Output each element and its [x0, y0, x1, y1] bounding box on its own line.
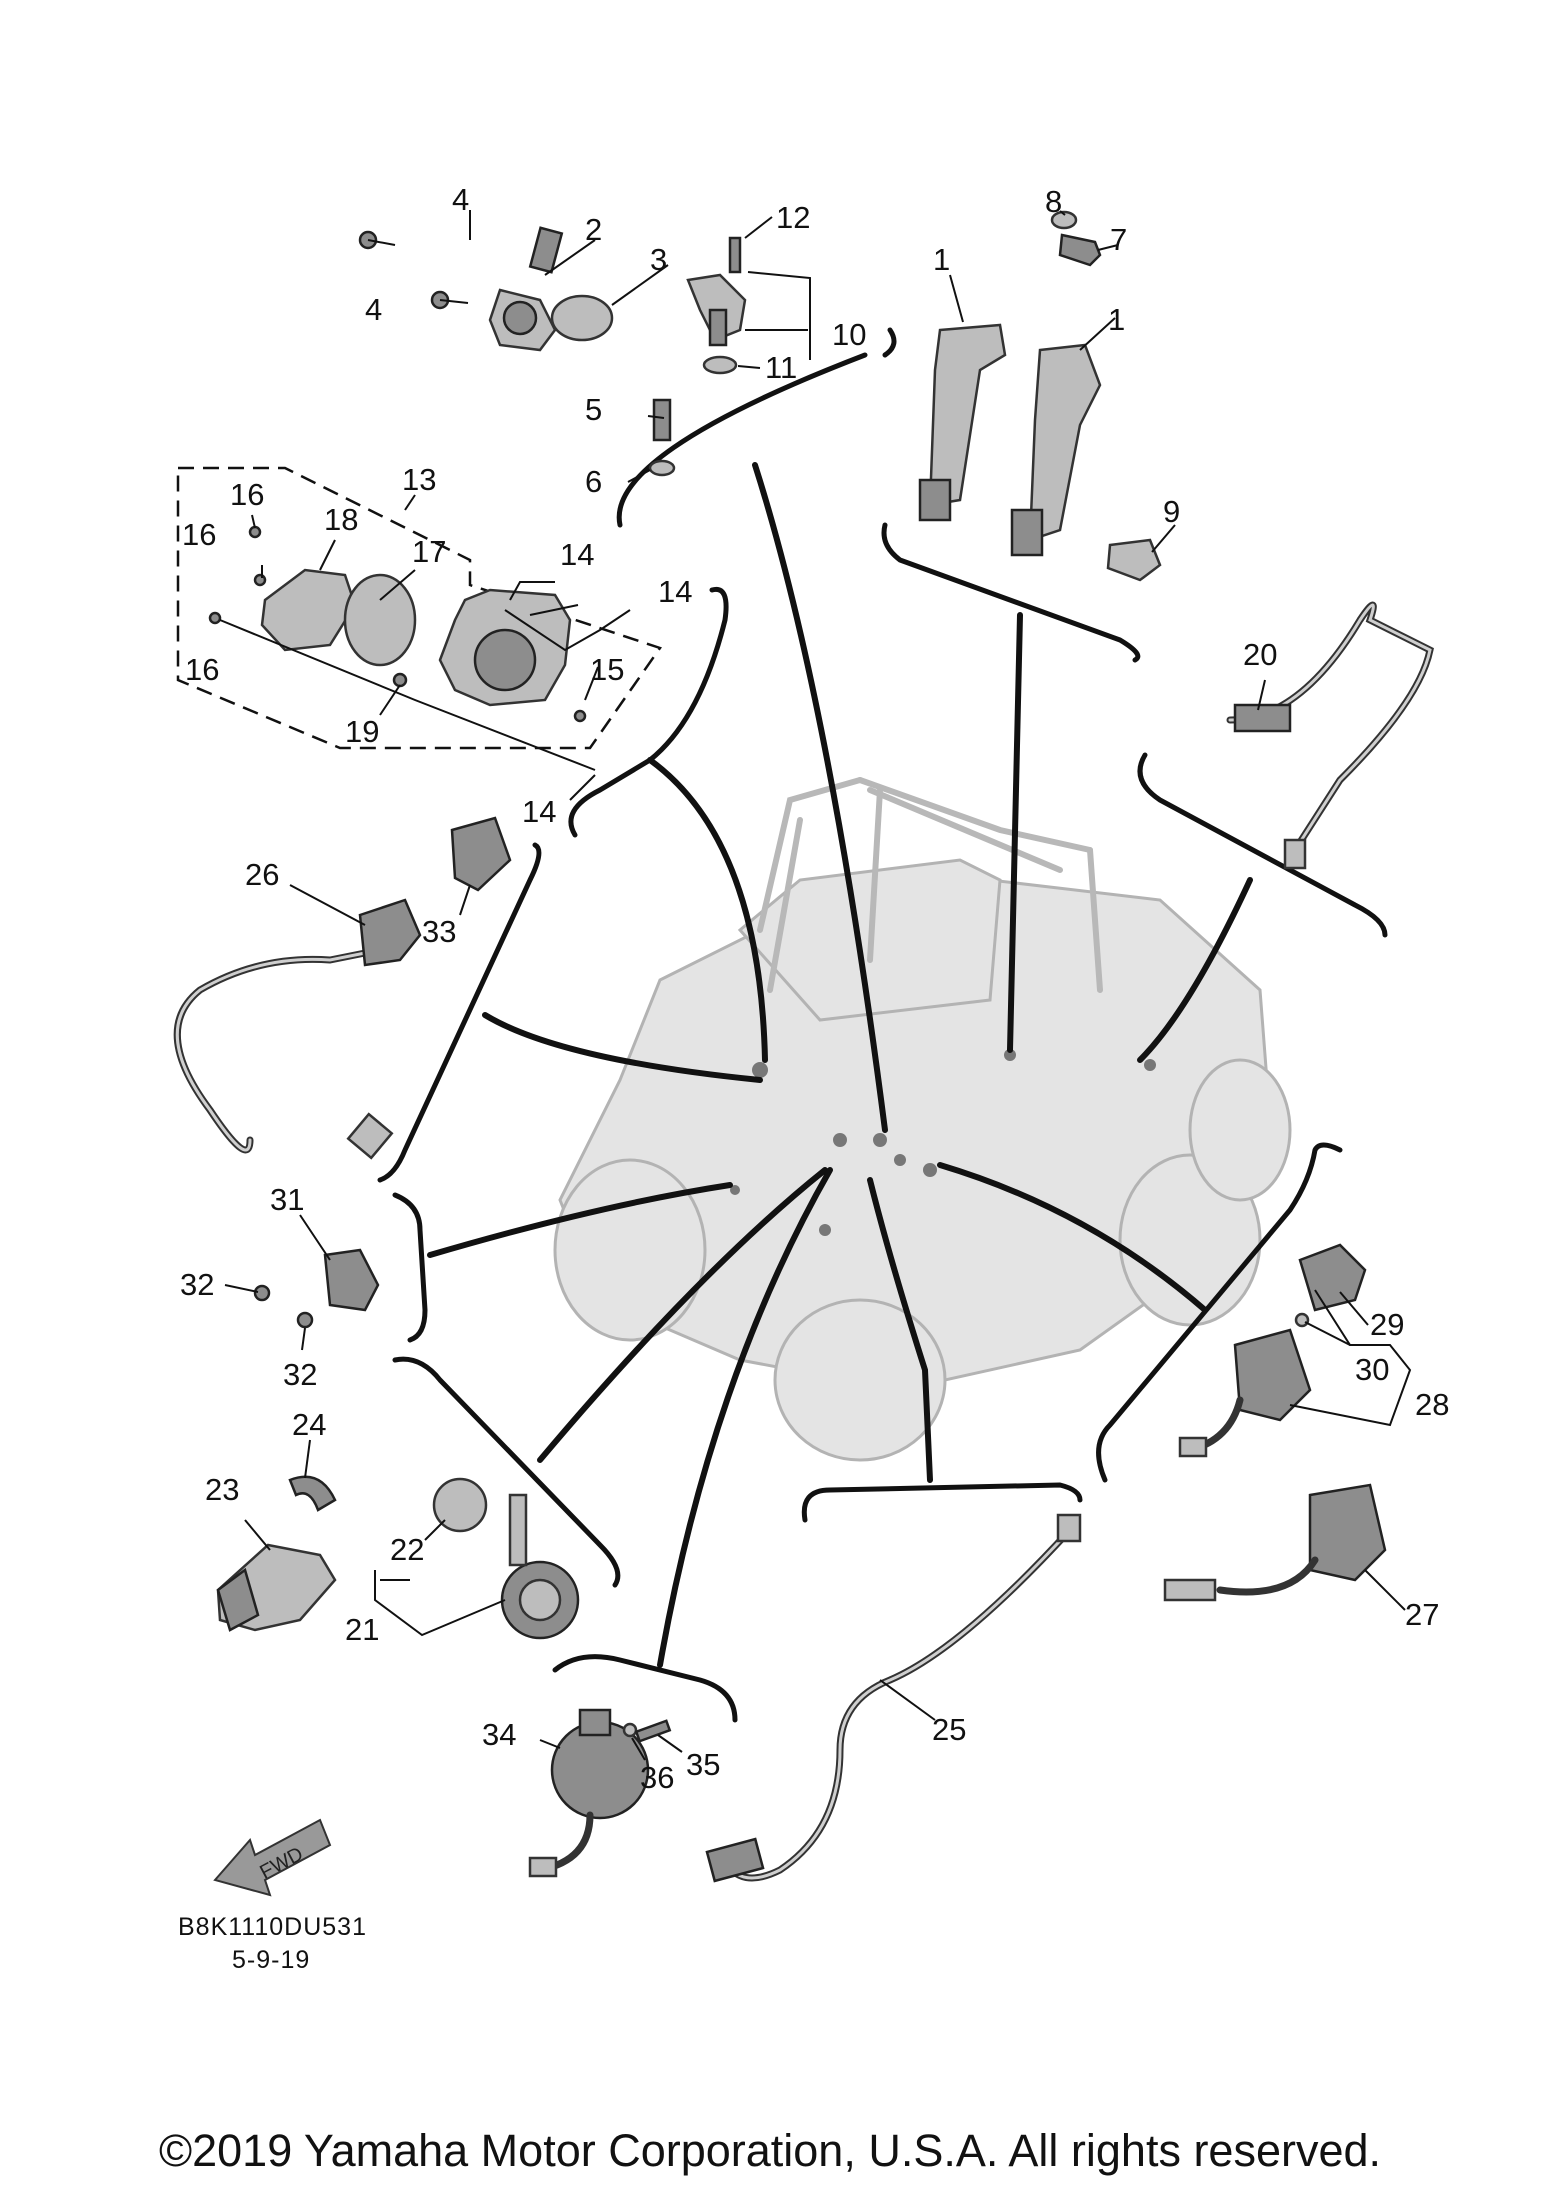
- callout-8: 8: [1045, 184, 1062, 219]
- parts: [173, 210, 1434, 1883]
- part-36-washer: [622, 1722, 638, 1738]
- callout-18: 18: [324, 502, 358, 537]
- part-23-switch: [216, 1543, 337, 1632]
- part-4-bolt-b: [430, 290, 469, 310]
- copyright-notice: ©2019 Yamaha Motor Corporation, U.S.A. A…: [159, 2125, 1381, 2176]
- part-4-bolt-a: [358, 230, 396, 250]
- part-2-sensor: [488, 226, 564, 352]
- part-10-sensor: [686, 273, 747, 347]
- part-31-sensor: [323, 1248, 380, 1312]
- callout-4b: 4: [365, 292, 382, 327]
- callout-16c: 16: [185, 652, 219, 687]
- drawing-date: 5-9-19: [232, 1946, 310, 1974]
- callout-16a: 16: [230, 477, 264, 512]
- callout-17: 17: [412, 534, 446, 569]
- part-1-coil-b: [1010, 343, 1102, 557]
- part-9-switch: [1106, 538, 1162, 582]
- part-28-relay: [1178, 1328, 1312, 1458]
- callout-30: 30: [1355, 1352, 1389, 1387]
- callout-1a: 1: [933, 242, 950, 277]
- assembly-13-box: [176, 466, 662, 750]
- part-16-bolt-a: [248, 525, 262, 539]
- callout-12: 12: [776, 200, 810, 235]
- callout-27: 27: [1405, 1597, 1439, 1632]
- callout-1b: 1: [1108, 302, 1125, 337]
- callout-33: 33: [422, 914, 456, 949]
- callout-21: 21: [345, 1612, 379, 1647]
- part-3-oring: [550, 294, 614, 342]
- callout-4a: 4: [452, 182, 469, 217]
- callout-25: 25: [932, 1712, 966, 1747]
- callout-6: 6: [585, 464, 602, 499]
- part-17-gasket: [343, 573, 417, 667]
- callout-16b: 16: [182, 517, 216, 552]
- callout-36: 36: [640, 1760, 674, 1795]
- callout-23: 23: [205, 1472, 239, 1507]
- part-27-relay: [1163, 1483, 1387, 1602]
- part-19-pin: [392, 672, 408, 688]
- part-8-oring: [1050, 210, 1078, 230]
- callout-32b: 32: [283, 1357, 317, 1392]
- leader-lines: [219, 210, 1412, 1761]
- part-20-sensor: [1226, 601, 1434, 870]
- vehicle-illustration: [553, 777, 1292, 1462]
- callout-14b: 14: [658, 574, 692, 609]
- part-32-bolt-b: [296, 1311, 314, 1329]
- callout-13: 13: [402, 462, 436, 497]
- callout-19: 19: [345, 714, 379, 749]
- callout-numbers: 1 1 2 3 4 4 5 6 7 8 9 10 11 12 13 14 14 …: [180, 182, 1449, 1795]
- part-32-bolt-a: [253, 1284, 271, 1302]
- callout-28: 28: [1415, 1387, 1449, 1422]
- callout-14a: 14: [560, 537, 594, 572]
- callout-26: 26: [245, 857, 279, 892]
- callout-2: 2: [585, 212, 602, 247]
- part-12-bolt: [728, 236, 742, 274]
- part-1-coil-a: [918, 323, 1007, 522]
- callout-9: 9: [1163, 494, 1180, 529]
- part-33-sensor: [450, 816, 512, 892]
- part-11-oring: [702, 355, 738, 375]
- part-5-sensor: [652, 398, 672, 442]
- part-25-sensor: [705, 1513, 1082, 1883]
- callout-24: 24: [292, 1407, 326, 1442]
- callout-15: 15: [590, 652, 624, 687]
- callout-10: 10: [832, 317, 866, 352]
- callout-20: 20: [1243, 637, 1277, 672]
- callout-32a: 32: [180, 1267, 214, 1302]
- link-lines: [427, 462, 1253, 1668]
- part-29-cover: [1298, 1243, 1367, 1312]
- callout-11: 11: [765, 350, 797, 385]
- part-35-bolt: [634, 1719, 672, 1743]
- callout-31: 31: [270, 1182, 304, 1217]
- part-21-switch: [500, 1493, 580, 1640]
- part-22-cap: [432, 1477, 488, 1533]
- part-13-pump: [438, 588, 572, 707]
- part-30-bolt: [1294, 1312, 1310, 1328]
- group-brackets: [377, 327, 1388, 1723]
- part-15-pin: [573, 709, 587, 723]
- part-24-clip: [288, 1475, 337, 1512]
- callout-34: 34: [482, 1717, 516, 1752]
- callout-5: 5: [585, 392, 602, 427]
- callout-22: 22: [390, 1532, 424, 1567]
- fwd-arrow-icon: FWD: [213, 1818, 332, 1897]
- drawing-code: B8K1110DU531: [178, 1913, 367, 1941]
- part-16-bolt-c: [208, 611, 222, 625]
- callout-14c: 14: [522, 794, 556, 829]
- part-7-sensor: [1058, 233, 1102, 267]
- callout-3: 3: [650, 242, 667, 277]
- part-34-horn: [528, 1708, 650, 1878]
- part-26-sensor: [173, 898, 422, 1160]
- callout-29: 29: [1370, 1307, 1404, 1342]
- part-16-bolt-b: [253, 573, 267, 587]
- part-6-washer: [648, 459, 676, 477]
- callout-35: 35: [686, 1747, 720, 1782]
- part-18-cover: [260, 568, 357, 652]
- callout-7: 7: [1110, 222, 1127, 257]
